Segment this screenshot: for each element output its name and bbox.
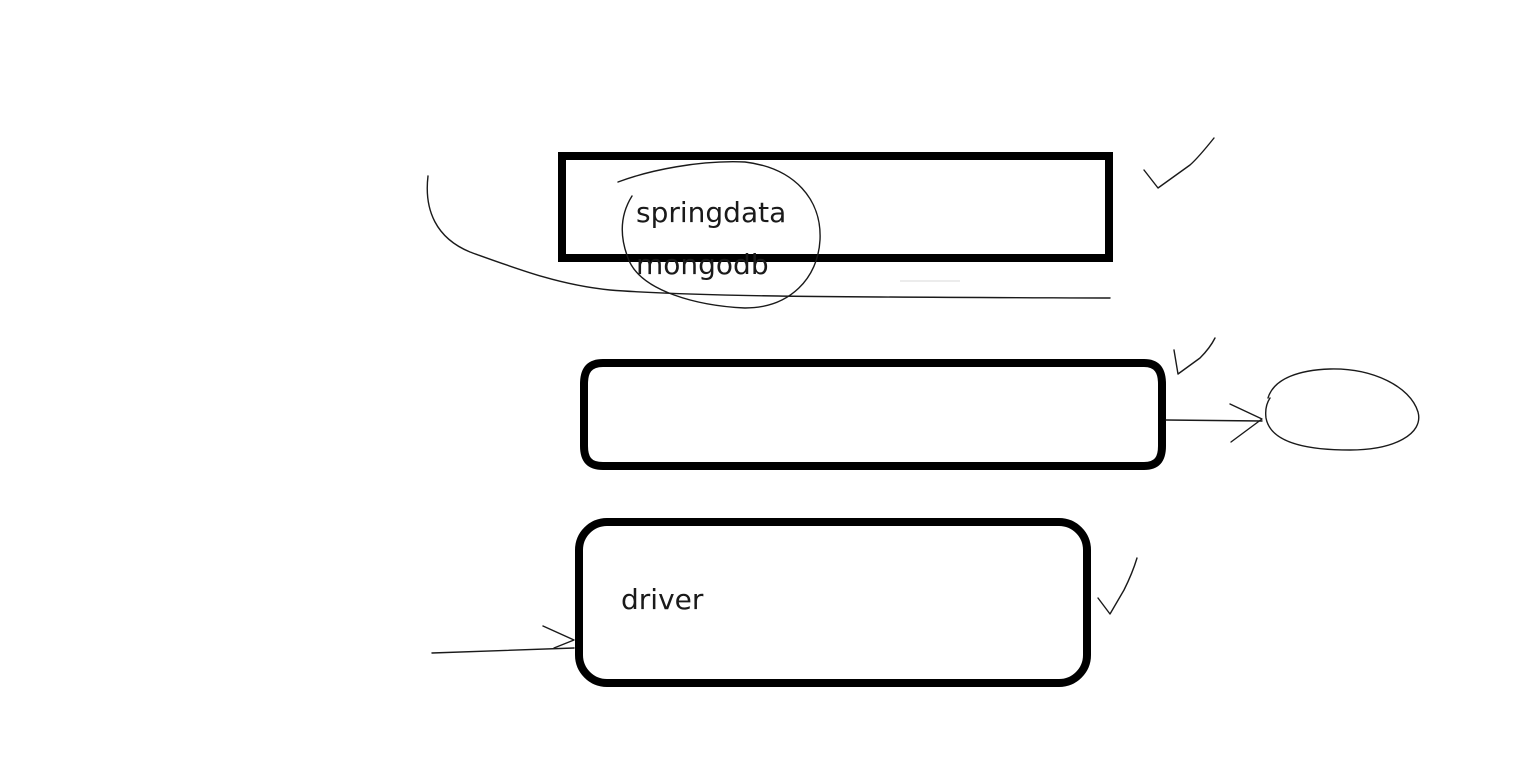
arrow-line [1165, 419, 1263, 422]
arrow-line [431, 647, 575, 654]
checkmark-icon [1143, 137, 1215, 189]
arrowhead-icon [1229, 403, 1263, 443]
driver-label: driver [621, 583, 704, 616]
external-ellipse [1264, 368, 1420, 451]
checkmark-icon [1097, 557, 1138, 615]
springdata-label: springdata [636, 196, 786, 229]
middle-layer-box [580, 359, 1166, 470]
underline-stroke [426, 175, 1111, 299]
arrowhead-icon [542, 625, 575, 649]
driver-box [575, 518, 1091, 687]
checkmark-icon [1173, 337, 1216, 375]
circle-annotation [617, 161, 821, 309]
springdata-box [558, 152, 1113, 262]
mongodb-label: mongodb [636, 248, 769, 281]
